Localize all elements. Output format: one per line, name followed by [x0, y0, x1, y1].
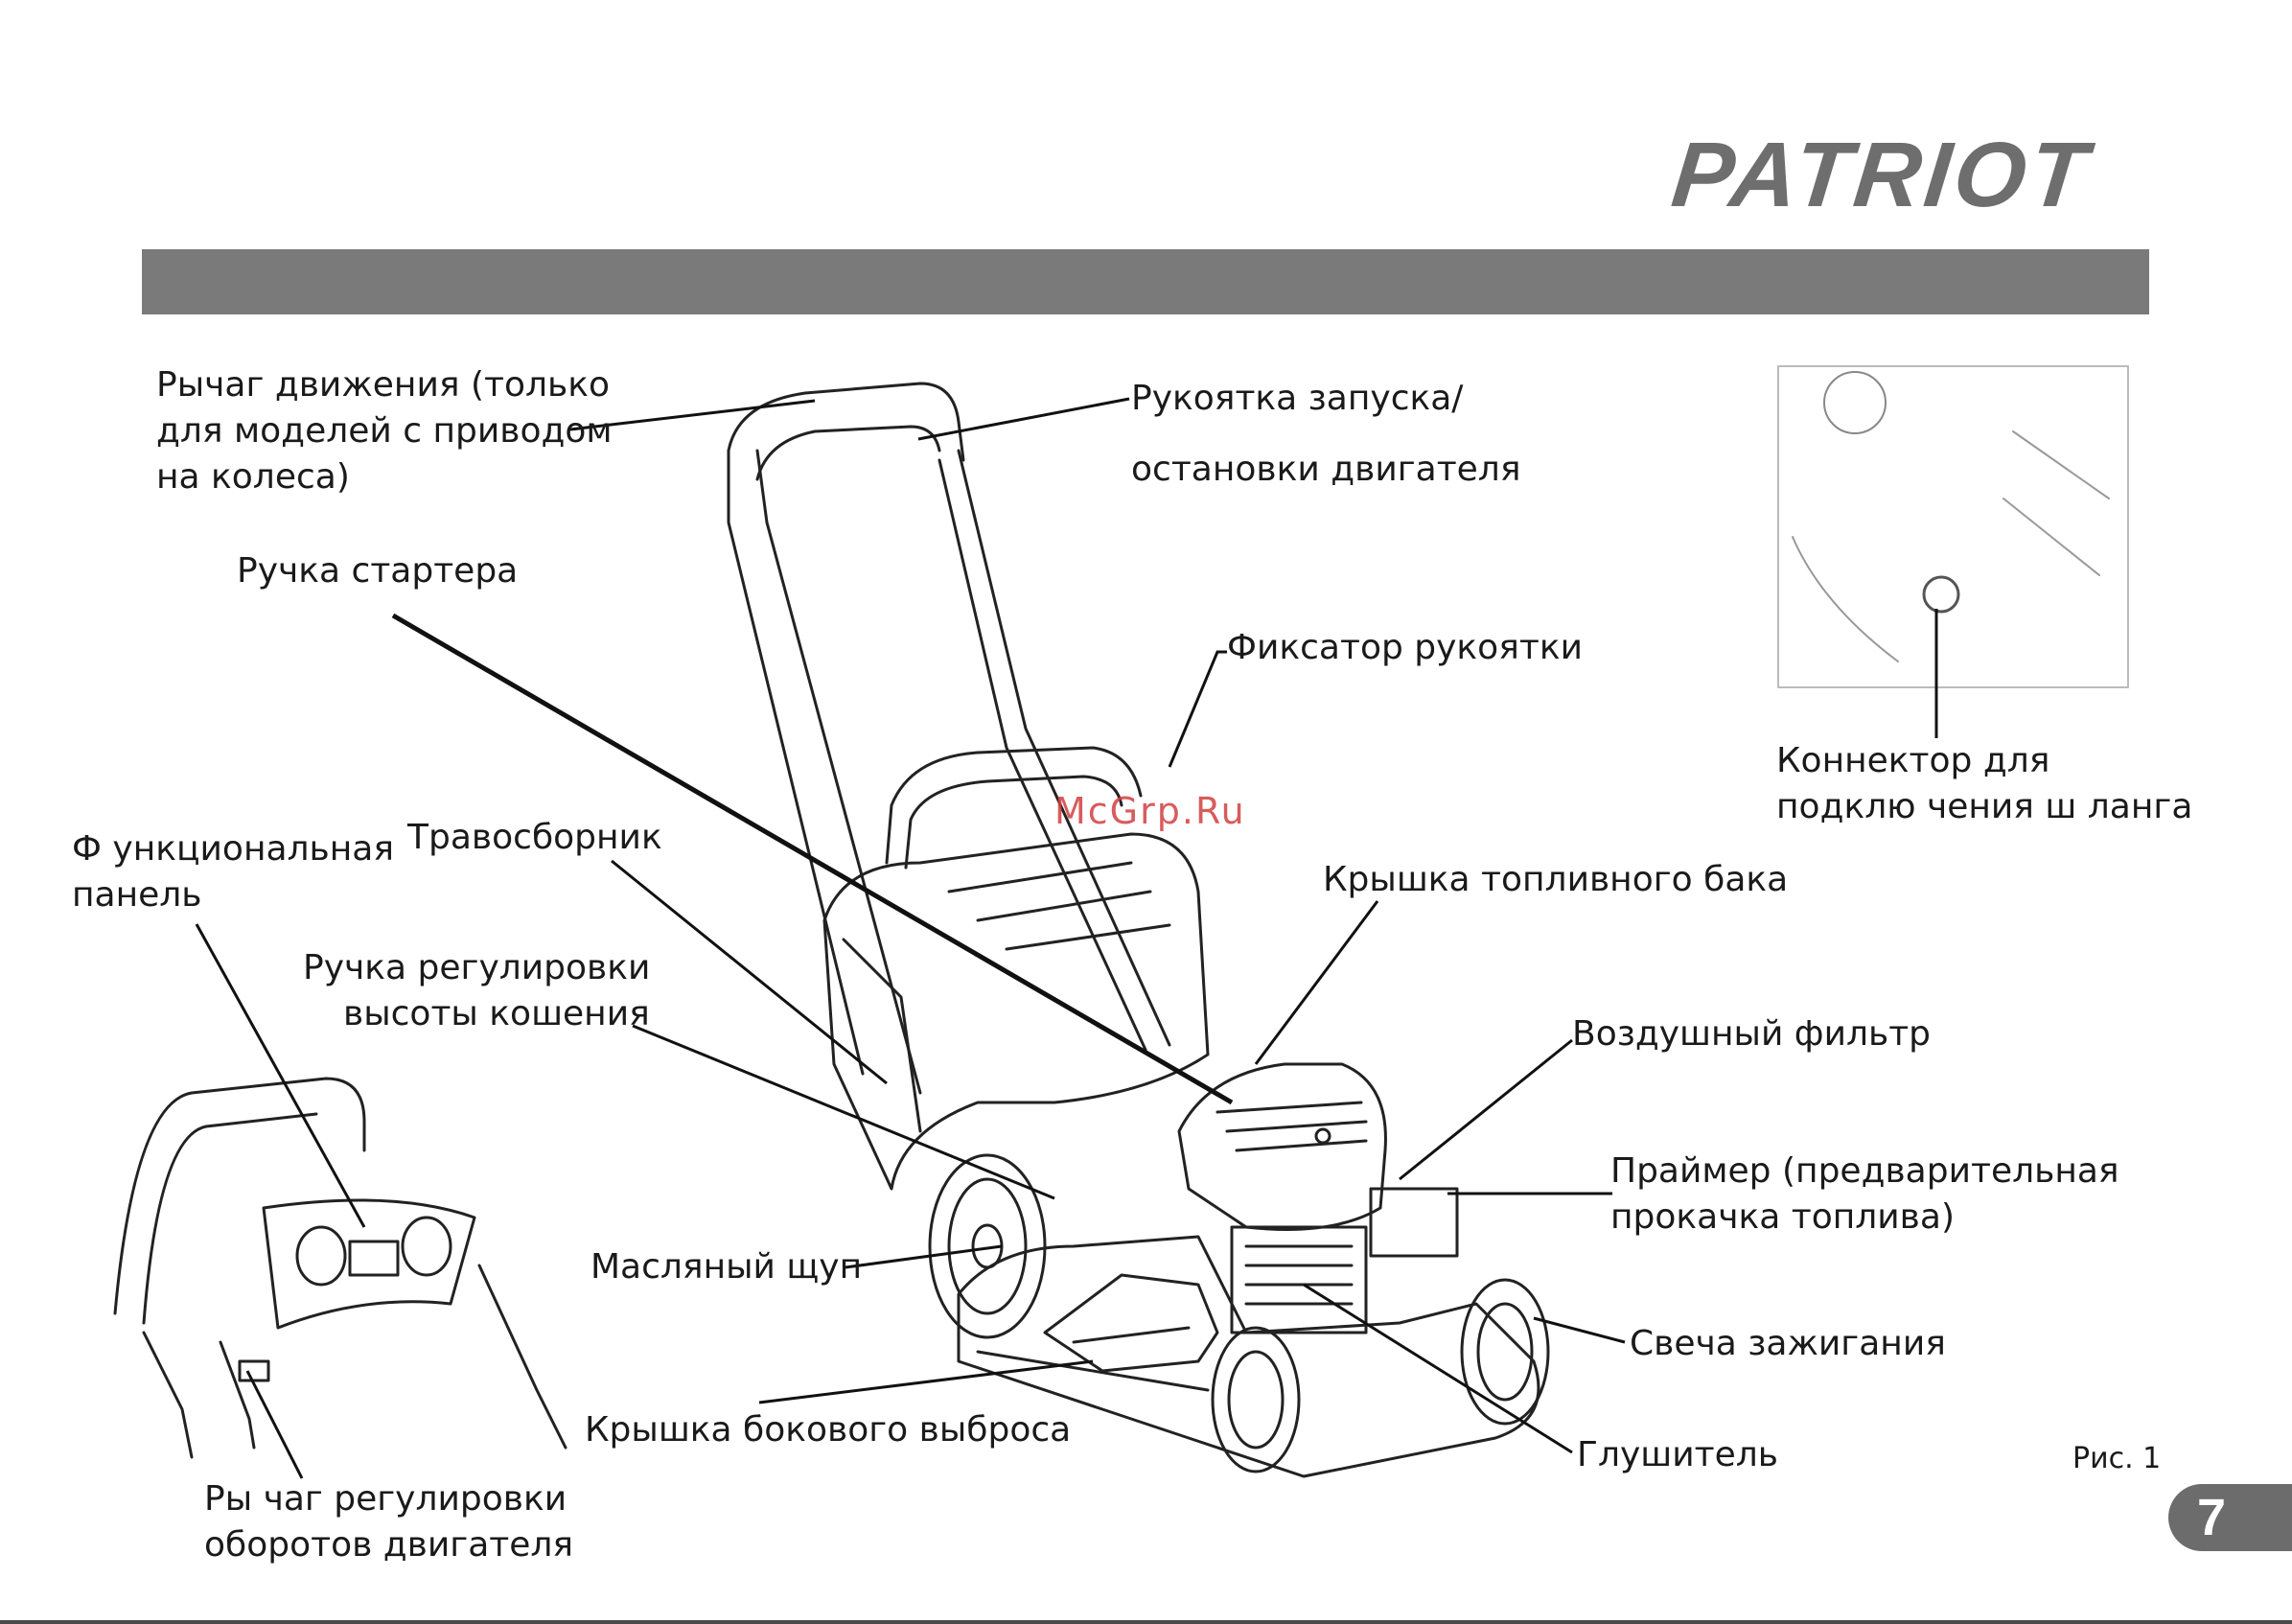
watermark-text: McGrp.Ru	[1054, 790, 1246, 832]
label-fuel-cap: Крышка топливного бака	[1323, 860, 1789, 899]
label-drive-lever-1: Рычаг движения (только	[156, 365, 610, 405]
label-start-stop-handle-2: остановки двигателя	[1131, 450, 1521, 489]
label-side-discharge-cover: Крышка бокового выброса	[585, 1410, 1072, 1450]
label-function-panel-1: Ф ункциональная	[72, 829, 395, 869]
label-handle-lock: Фиксатор рукоятки	[1227, 628, 1583, 667]
label-muffler: Глушитель	[1577, 1435, 1778, 1474]
label-connector-2: подклю чения ш ланга	[1776, 787, 2193, 826]
label-oil-dipstick: Масляный щуп	[590, 1247, 863, 1287]
label-drive-lever-3: на колеса)	[156, 457, 350, 497]
bottom-rule	[0, 1620, 2292, 1624]
header-band	[142, 249, 2149, 314]
label-throttle-lever-2: оборотов двигателя	[204, 1525, 574, 1565]
label-height-knob-1: Ручка регулировки	[303, 948, 651, 987]
label-function-panel-2: панель	[72, 875, 202, 915]
label-grass-catcher: Травосборник	[407, 818, 662, 857]
figure-caption: Рис. 1	[2072, 1442, 2162, 1475]
label-height-knob-2: высоты кошения	[343, 994, 650, 1033]
label-starter-handle: Ручка стартера	[237, 551, 519, 591]
label-throttle-lever-1: Ры чаг регулировки	[204, 1479, 567, 1519]
label-drive-lever-2: для моделей с приводом	[156, 411, 613, 451]
label-primer-2: прокачка топлива)	[1610, 1197, 1955, 1237]
label-connector-1: Коннектор для	[1776, 741, 2050, 780]
label-spark-plug: Свеча зажигания	[1630, 1324, 1946, 1363]
label-start-stop-handle-1: Рукоятка запуска/	[1131, 379, 1464, 418]
page-number: 7	[2168, 1484, 2292, 1551]
label-primer-1: Праймер (предварительная	[1610, 1151, 2119, 1191]
label-air-filter: Воздушный фильтр	[1572, 1014, 1932, 1054]
